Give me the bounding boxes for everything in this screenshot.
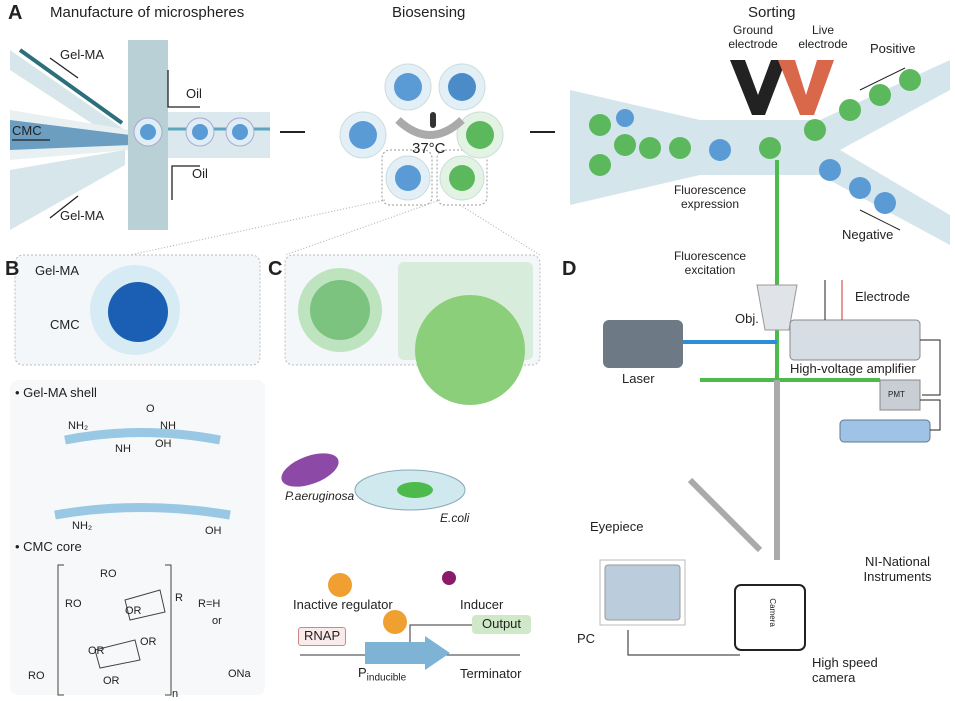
label-obj: Obj. [735,311,759,326]
label-or-3: OR [88,645,105,657]
label-b-gelma: Gel-MA [35,263,80,278]
label-ro-1: RO [100,568,117,580]
label-oil-top: Oil [186,86,202,101]
label-gelma-top: Gel-MA [60,47,105,62]
gene-arrow [365,636,450,670]
label-or-word: or [212,615,222,627]
label-fluorescence-expression: Fluorescence expression [673,183,747,211]
label-fluorescence-excitation: Fluorescence excitation [673,249,747,277]
label-inducer: Inducer [460,597,504,612]
zoom-lines [129,199,541,256]
label-laser: Laser [622,371,655,386]
label-negative: Negative [842,227,894,242]
heading-gelma-shell: • Gel-MA shell [15,385,97,400]
title-sorting: Sorting [748,4,796,21]
label-ni: NI-National Instruments [863,554,932,584]
label-ona: ONa [228,668,251,680]
thermometer-icon [430,112,436,128]
label-camera: Camera [767,598,777,627]
label-oh-1: OH [155,438,172,450]
label-pc: PC [577,631,596,646]
label-nh-2: NH [160,420,176,432]
label-or-2: OR [140,636,157,648]
label-nh2-top: NH₂ [68,420,89,432]
label-oh-2: OH [205,525,222,537]
label-ecoli: E.coli [440,511,470,525]
heading-cmc-core: • CMC core [15,539,82,554]
live-electrode-shape [778,60,834,115]
promoter-subscript: inducible [366,672,407,684]
promoter-letter: P [358,665,367,680]
label-oil-bottom: Oil [192,166,208,181]
label-cmc: CMC [12,123,42,138]
label-high-speed-camera: High speed camera [812,655,878,685]
title-biosensing: Biosensing [392,4,466,21]
label-ro-3: RO [28,670,45,682]
panel-label-a: A [8,2,23,24]
ground-electrode-shape [730,60,786,115]
label-terminator: Terminator [460,666,522,681]
microspheres-chip [133,117,255,147]
label-temperature: 37°C [412,140,446,157]
paeruginosa-cell [281,453,339,487]
title-manufacture: Manufacture of microspheres [50,4,245,21]
inducer-shape [442,571,456,585]
label-r-def: R=H [198,598,221,610]
label-ro-2: RO [65,598,82,610]
label-rnap: RNAP [298,627,347,646]
label-or-1: OR [125,605,142,617]
label-or-4: OR [103,675,120,687]
gelma-chains [54,428,231,520]
label-o-1: O [146,403,155,415]
label-r: R [175,592,183,604]
panel-label-c: C [268,258,283,280]
sorting-channel [570,60,950,245]
label-positive: Positive [870,41,916,56]
label-eyepiece: Eyepiece [590,519,644,534]
label-paeruginosa: P.aeruginosa [285,489,355,503]
label-live-electrode: Live electrode [798,23,848,51]
biosensing-beads [339,63,504,206]
panel-label-b: B [5,258,20,280]
label-promoter: Pinducible [358,665,407,684]
flow-arrows [12,57,555,219]
panel-label-d: D [562,258,577,280]
label-electrode: Electrode [855,289,910,304]
microfluidic-chip [10,40,270,230]
inactive-regulator-shape [328,573,352,597]
label-nh2-bottom: NH₂ [72,520,93,532]
label-amplifier: High-voltage amplifier [790,361,916,376]
label-nh-1: NH [115,443,131,455]
optics-setup [599,160,941,656]
cmc-structure [57,564,172,696]
label-b-cmc: CMC [50,317,80,332]
label-pmt: PMT [888,390,905,399]
label-gelma-bottom: Gel-MA [60,208,105,223]
label-inactive-regulator: Inactive regulator [293,597,393,612]
label-ground-electrode: Ground electrode [728,23,778,51]
label-output: Output [472,615,532,634]
label-n: n [172,688,179,700]
